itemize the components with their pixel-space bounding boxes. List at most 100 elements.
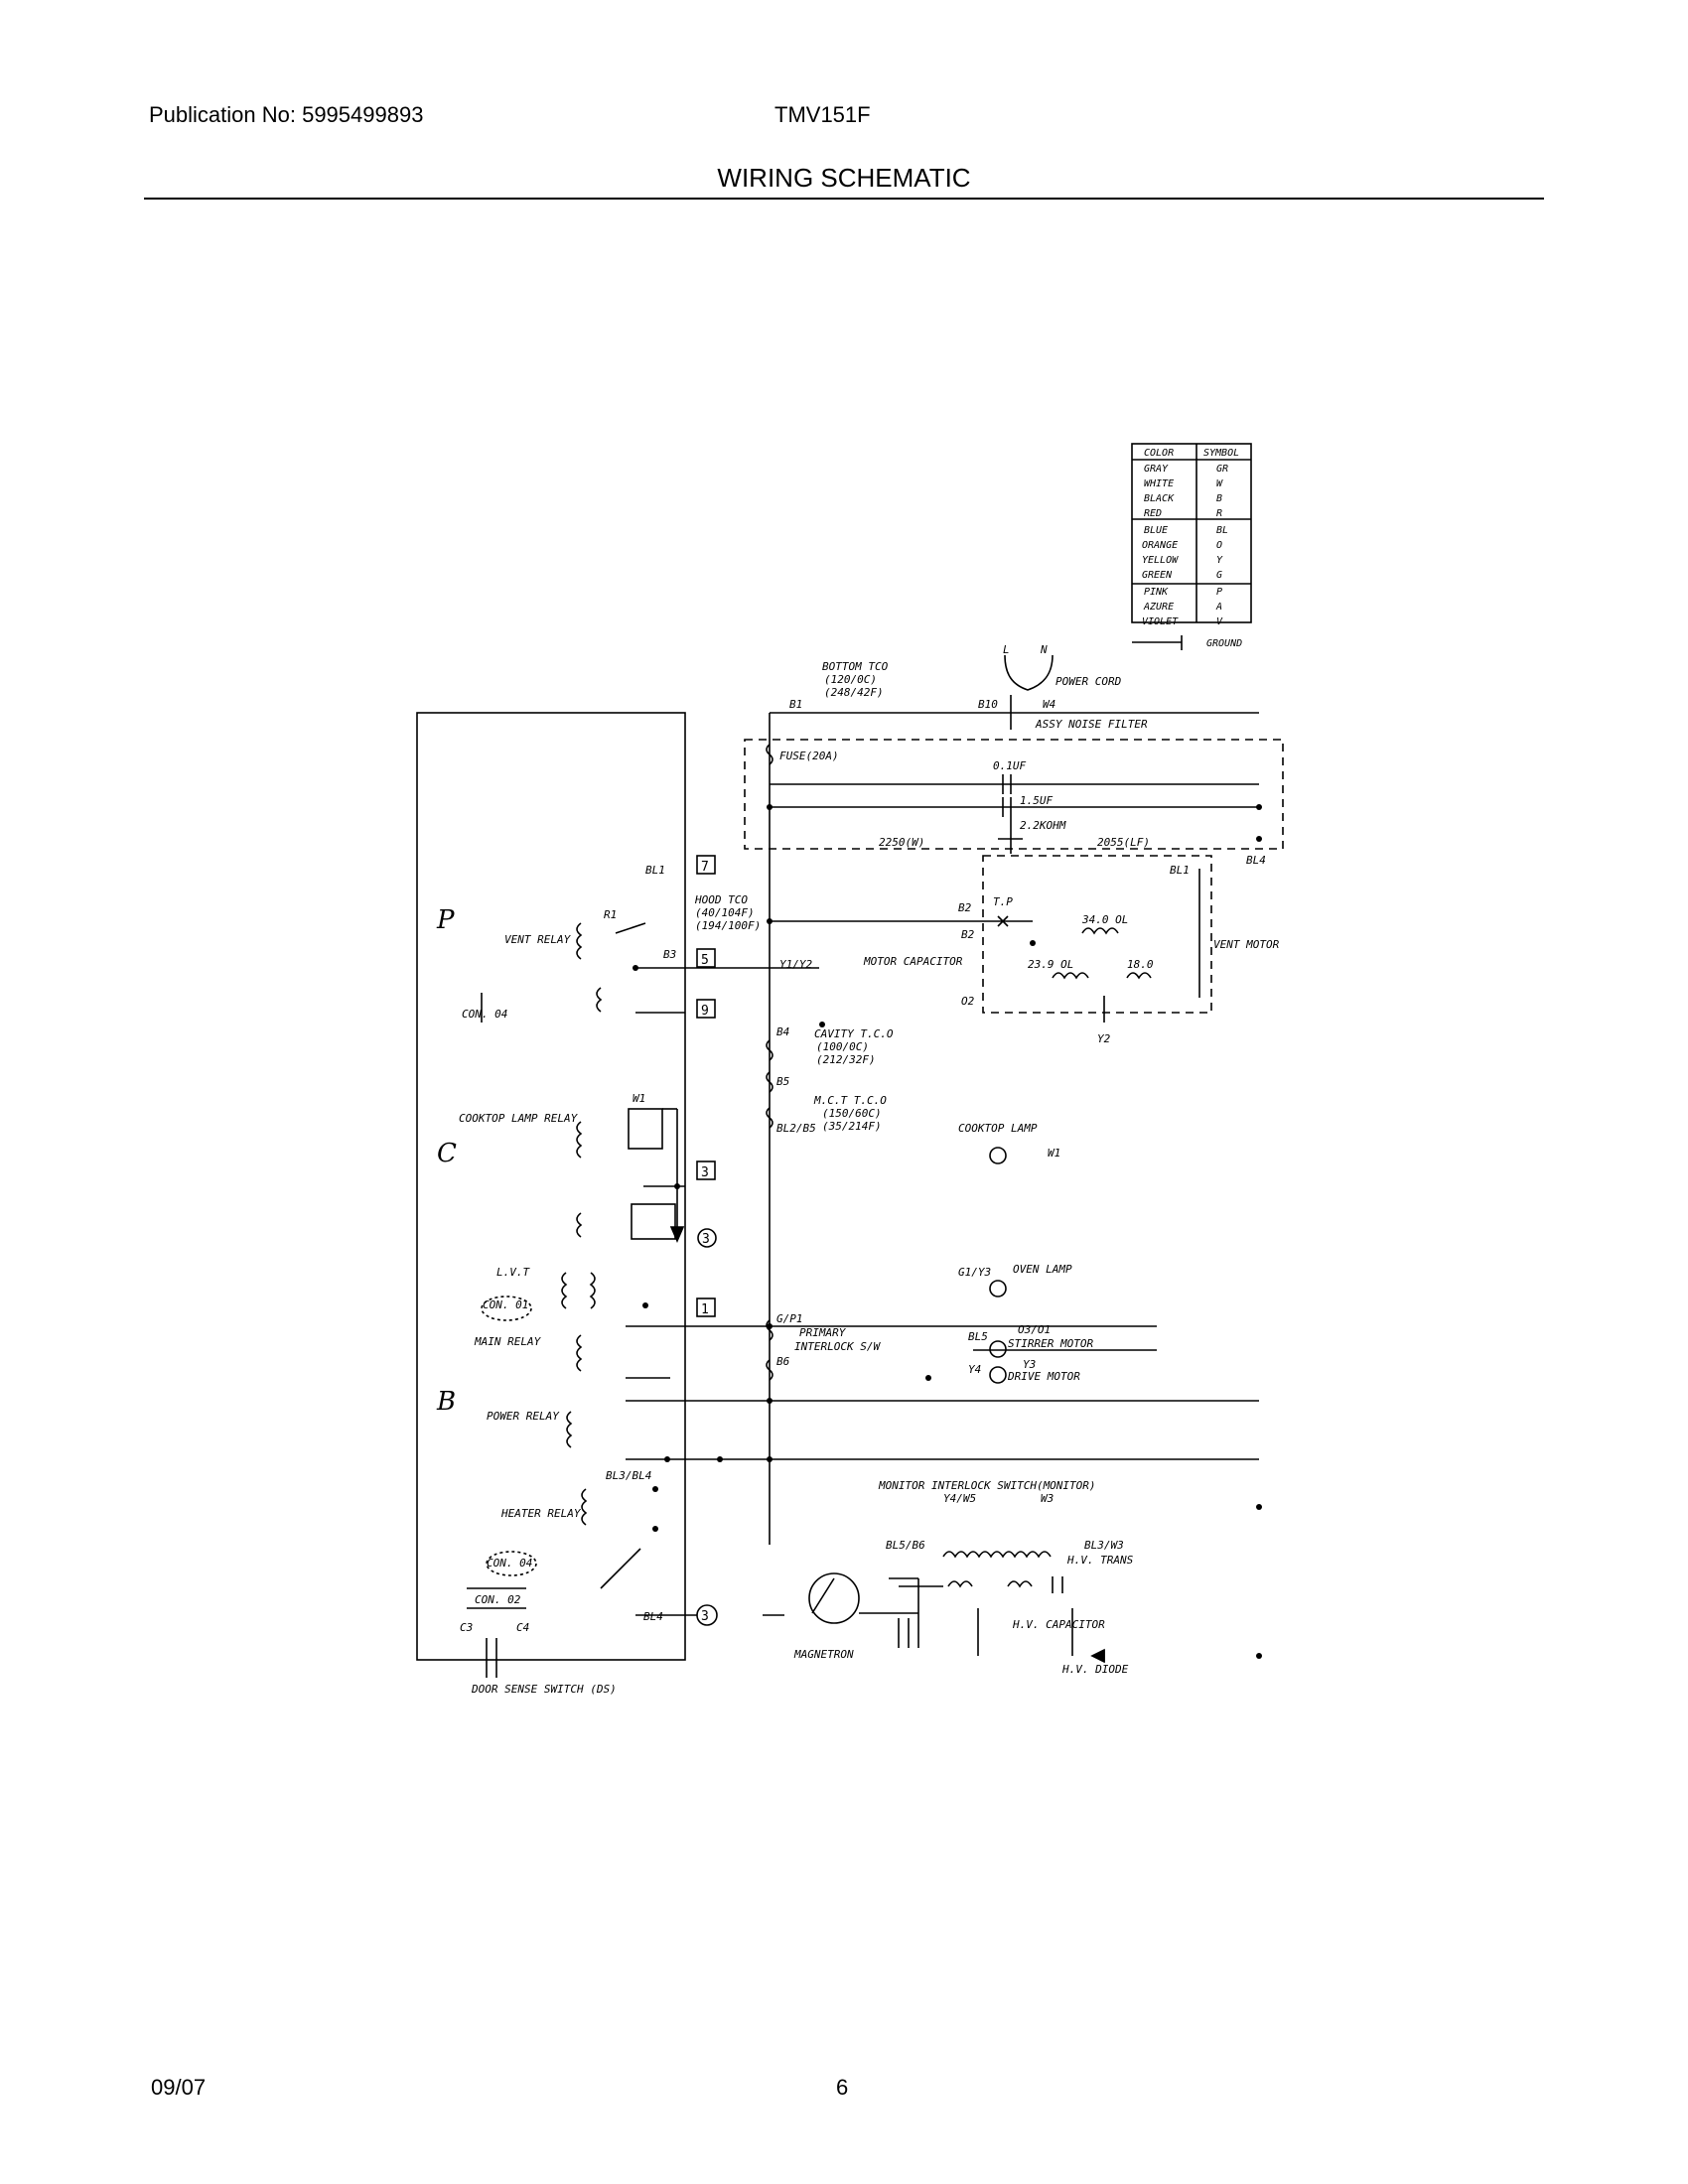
svg-text:T.P: T.P (993, 895, 1013, 908)
svg-text:B1: B1 (789, 698, 802, 711)
connector-7 (696, 855, 716, 875)
connector-1 (696, 1297, 716, 1317)
svg-text:B: B (1216, 493, 1222, 504)
svg-text:GRAY: GRAY (1144, 464, 1169, 475)
svg-text:MAGNETRON: MAGNETRON (793, 1648, 854, 1661)
svg-text:PINK: PINK (1144, 587, 1169, 598)
svg-text:W3: W3 (1041, 1492, 1054, 1505)
svg-text:B10: B10 (978, 698, 998, 711)
svg-text:DOOR SENSE SWITCH (DS): DOOR SENSE SWITCH (DS) (471, 1683, 617, 1696)
svg-text:Y4: Y4 (968, 1363, 981, 1376)
svg-text:7: 7 (701, 860, 709, 875)
svg-text:COLOR: COLOR (1144, 448, 1174, 459)
svg-text:BOTTOM TCO: BOTTOM TCO (822, 660, 889, 673)
svg-text:WHITE: WHITE (1144, 478, 1174, 489)
svg-text:BL1: BL1 (1170, 864, 1190, 877)
svg-text:CON. 01: CON. 01 (483, 1298, 528, 1311)
model-number: TMV151F (774, 102, 871, 127)
svg-text:B: B (436, 1387, 456, 1417)
connector-5 (696, 948, 716, 968)
svg-text:Y2: Y2 (1097, 1032, 1111, 1045)
svg-text:POWER RELAY: POWER RELAY (487, 1410, 560, 1423)
svg-text:C3: C3 (460, 1621, 473, 1634)
svg-text:A: A (1215, 602, 1222, 613)
svg-text:CON. 02: CON. 02 (475, 1593, 521, 1606)
svg-text:ORANGE: ORANGE (1142, 540, 1178, 551)
svg-text:W: W (1216, 478, 1223, 489)
svg-text:BL1: BL1 (645, 864, 665, 877)
svg-text:ASSY NOISE FILTER: ASSY NOISE FILTER (1035, 718, 1148, 731)
svg-text:H.V. CAPACITOR: H.V. CAPACITOR (1012, 1618, 1105, 1631)
svg-text:W1: W1 (1048, 1147, 1060, 1160)
svg-text:HEATER RELAY: HEATER RELAY (500, 1507, 582, 1520)
svg-text:C4: C4 (516, 1621, 529, 1634)
svg-text:B5: B5 (776, 1075, 789, 1088)
svg-text:BL5: BL5 (968, 1330, 988, 1343)
svg-text:(120/0C): (120/0C) (824, 673, 877, 686)
svg-text:1: 1 (701, 1302, 709, 1317)
svg-text:HOOD TCO: HOOD TCO (694, 893, 748, 906)
svg-text:BLUE: BLUE (1144, 525, 1168, 536)
svg-text:CAVITY T.C.O: CAVITY T.C.O (814, 1027, 894, 1040)
svg-text:H.V. TRANS: H.V. TRANS (1066, 1554, 1134, 1567)
svg-text:BL4: BL4 (643, 1610, 663, 1623)
color-code-table (1131, 443, 1252, 650)
svg-text:POWER CORD: POWER CORD (1055, 675, 1122, 688)
svg-text:GREEN: GREEN (1142, 570, 1173, 581)
svg-text:34.0 OL: 34.0 OL (1081, 913, 1128, 926)
svg-text:Y4/W5: Y4/W5 (943, 1492, 976, 1505)
svg-text:(248/42F): (248/42F) (824, 686, 884, 699)
svg-text:GR: GR (1216, 464, 1228, 475)
svg-text:P: P (436, 905, 455, 935)
svg-text:OVEN LAMP: OVEN LAMP (1013, 1263, 1072, 1276)
connection-dots (633, 804, 1262, 1659)
header-divider (144, 198, 1544, 200)
svg-text:0.1UF: 0.1UF (993, 759, 1026, 772)
connector-3b (697, 1228, 717, 1248)
svg-text:AZURE: AZURE (1143, 602, 1174, 613)
svg-text:L.V.T: L.V.T (496, 1266, 530, 1279)
svg-text:5: 5 (701, 953, 709, 968)
svg-text:2.2KOHM: 2.2KOHM (1020, 819, 1066, 832)
connector-numbers: 7 5 9 3 3 1 3 (701, 860, 710, 1624)
svg-text:M.C.T T.C.O: M.C.T T.C.O (813, 1094, 887, 1107)
svg-text:H.V. DIODE: H.V. DIODE (1061, 1663, 1129, 1676)
svg-text:3: 3 (701, 1609, 709, 1624)
svg-text:2250(W): 2250(W) (879, 836, 924, 849)
svg-text:COOKTOP LAMP RELAY: COOKTOP LAMP RELAY (459, 1112, 579, 1125)
svg-text:GROUND: GROUND (1206, 638, 1242, 649)
svg-text:BL4: BL4 (1246, 854, 1266, 867)
svg-text:SYMBOL: SYMBOL (1203, 448, 1239, 459)
svg-text:MAIN RELAY: MAIN RELAY (474, 1335, 542, 1348)
svg-text:P: P (1216, 587, 1222, 598)
svg-text:B6: B6 (776, 1355, 790, 1368)
board-section-letters: P C B (436, 905, 457, 1417)
svg-text:Y: Y (1216, 555, 1223, 566)
svg-text:W1: W1 (633, 1092, 645, 1105)
publication-number: Publication No: 5995499893 (149, 102, 424, 127)
svg-text:N: N (1040, 643, 1048, 656)
page-title: WIRING SCHEMATIC (717, 163, 971, 193)
footer-date: 09/07 (151, 2075, 207, 2100)
svg-text:BL2/B5: BL2/B5 (776, 1122, 816, 1135)
svg-text:B2: B2 (961, 928, 975, 941)
svg-text:FUSE(20A): FUSE(20A) (779, 750, 839, 762)
svg-text:B4: B4 (776, 1025, 789, 1038)
component-labels: L N POWER CORD BOTTOM TCO (120/0C) (248/… (459, 643, 1280, 1696)
connector-9 (696, 999, 716, 1019)
svg-text:MOTOR CAPACITOR: MOTOR CAPACITOR (863, 955, 963, 968)
svg-text:VIOLET: VIOLET (1142, 616, 1179, 627)
svg-text:23.9 OL: 23.9 OL (1028, 958, 1073, 971)
svg-text:(150/60C): (150/60C) (822, 1107, 882, 1120)
svg-text:3: 3 (701, 1165, 709, 1180)
svg-text:DRIVE MOTOR: DRIVE MOTOR (1007, 1370, 1080, 1383)
svg-text:W4: W4 (1043, 698, 1055, 711)
page-number: 6 (836, 2075, 849, 2100)
svg-text:(100/0C): (100/0C) (816, 1040, 869, 1053)
svg-text:G: G (1216, 570, 1222, 581)
svg-text:G1/Y3: G1/Y3 (958, 1266, 991, 1279)
svg-text:MONITOR INTERLOCK SWITCH(MONIT: MONITOR INTERLOCK SWITCH(MONITOR) (878, 1479, 1096, 1492)
svg-text:3: 3 (702, 1232, 710, 1247)
svg-text:9: 9 (701, 1004, 709, 1019)
svg-text:STIRRER MOTOR: STIRRER MOTOR (1008, 1337, 1093, 1350)
